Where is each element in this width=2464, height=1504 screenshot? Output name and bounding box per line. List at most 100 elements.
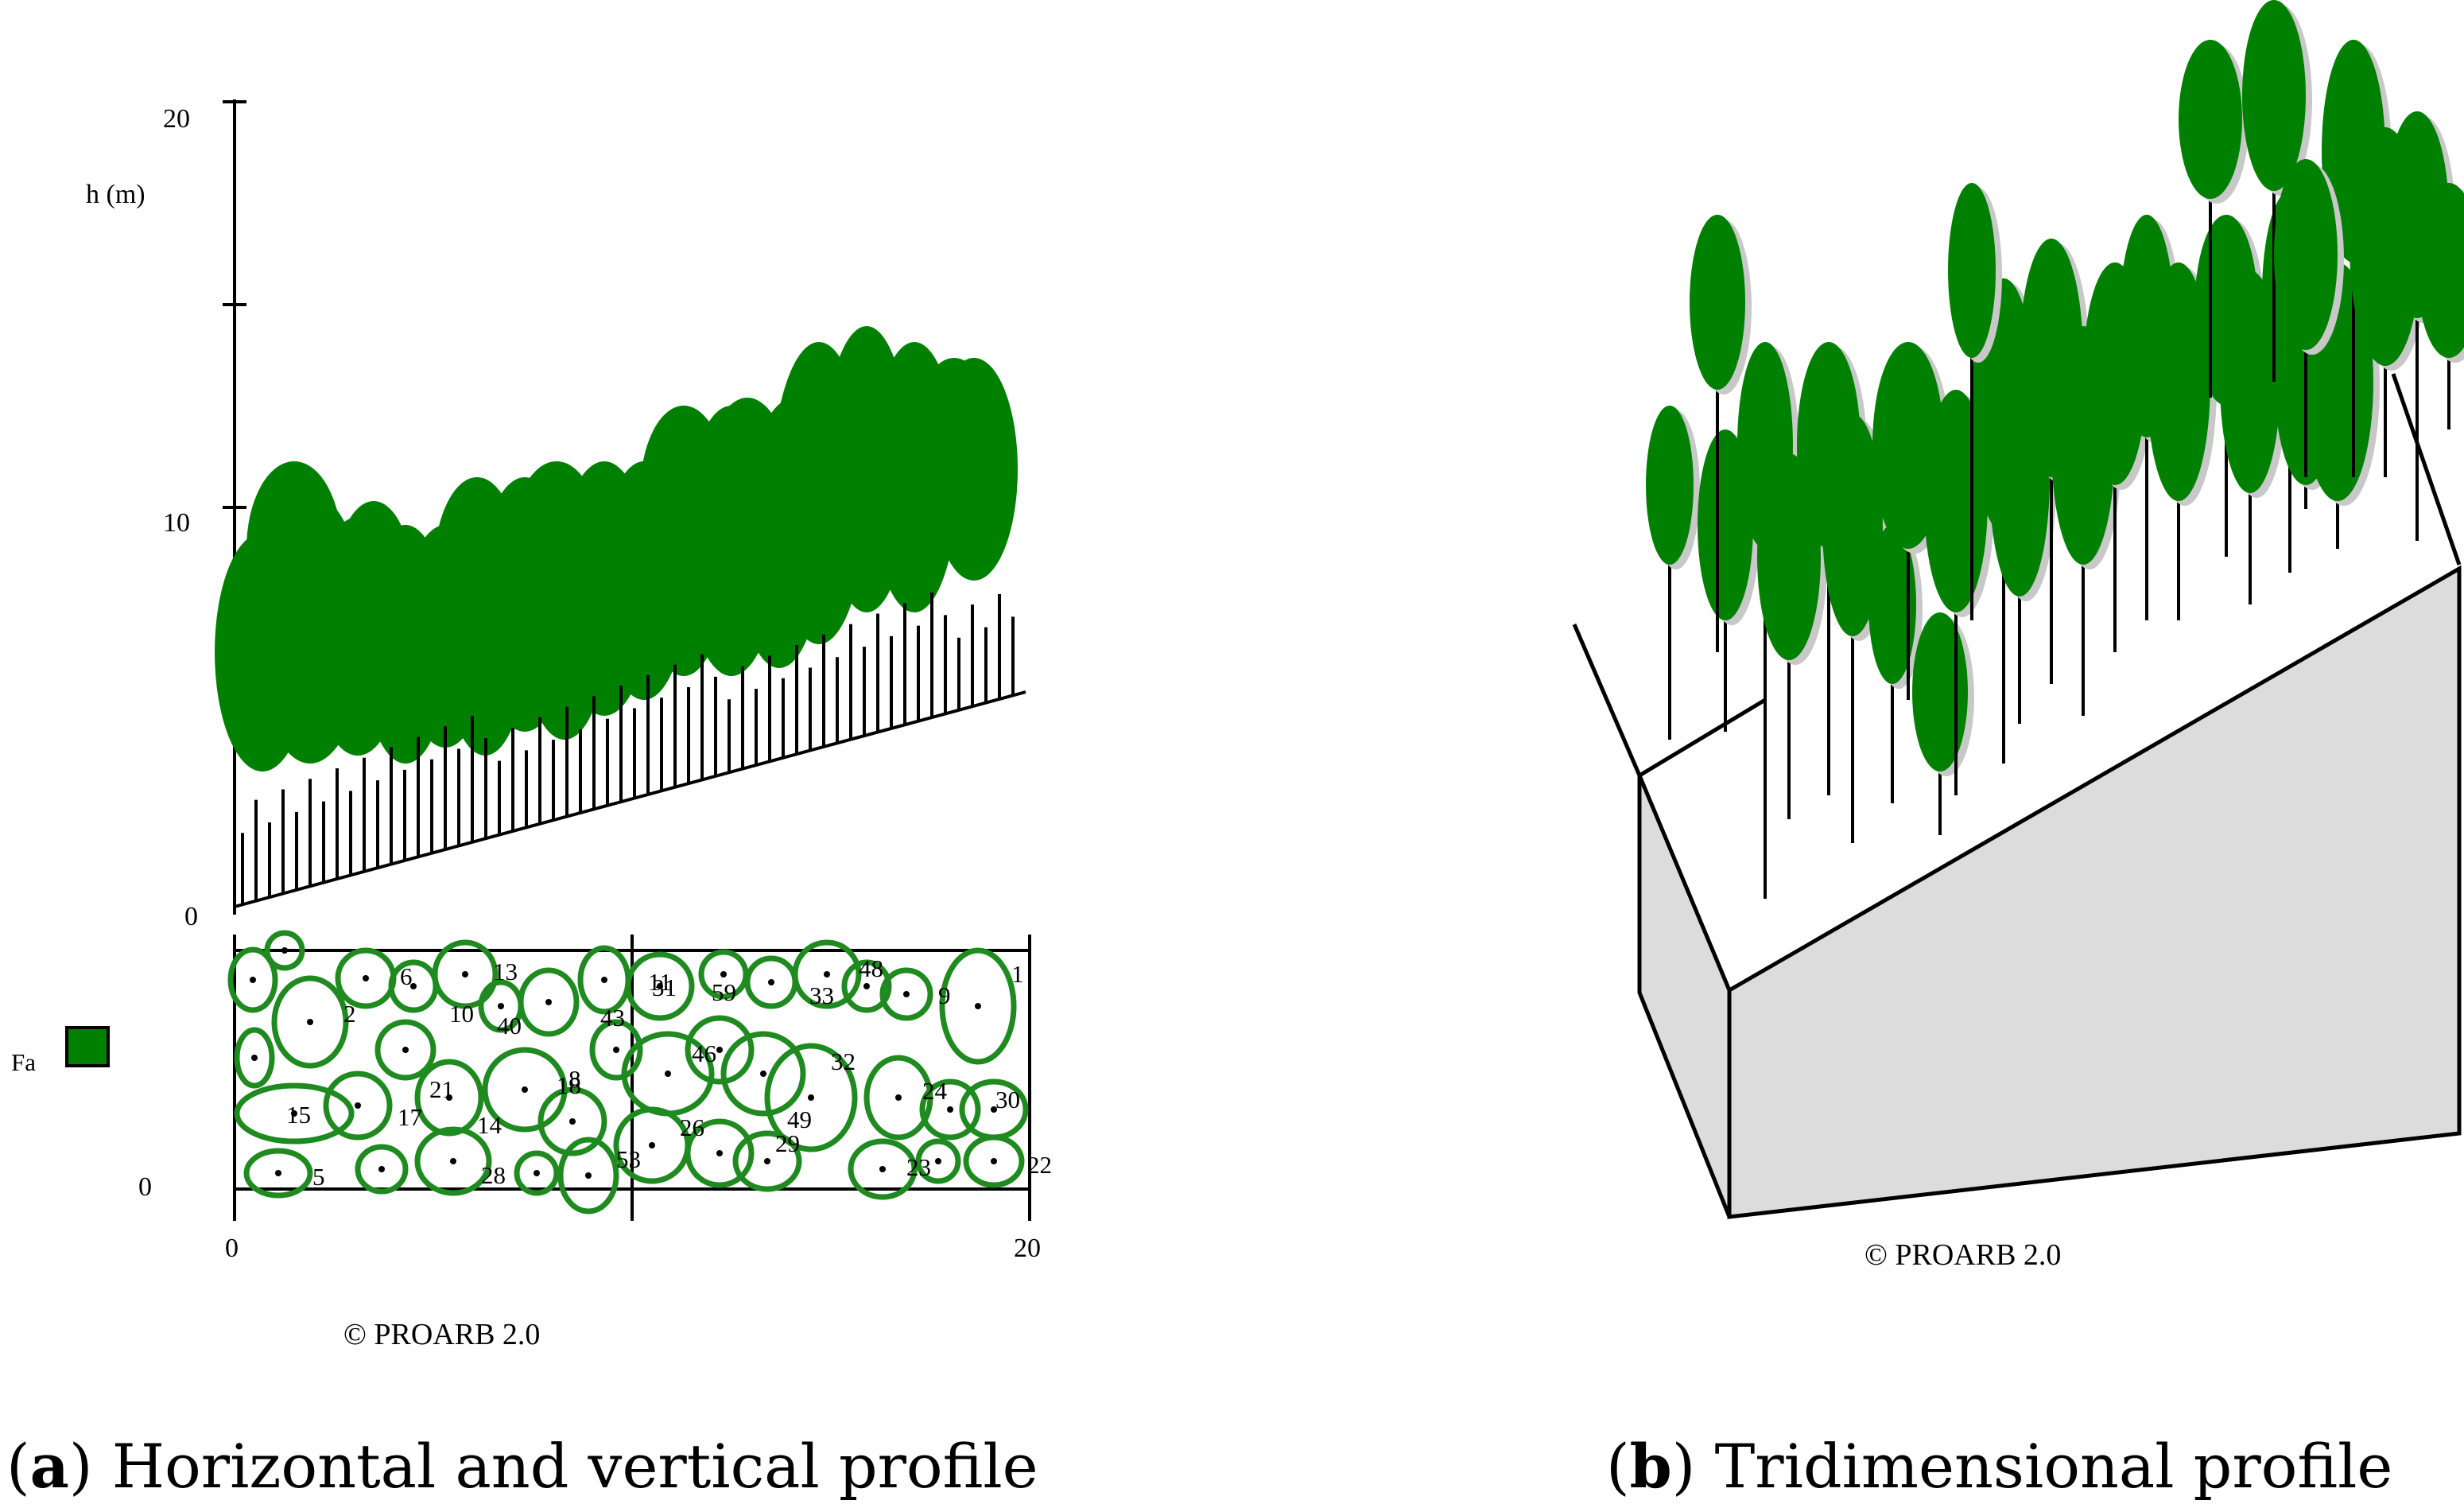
tree-dot xyxy=(991,1106,997,1113)
tree-number-label: 30 xyxy=(995,1086,1020,1113)
tree-number-label: 2 xyxy=(343,1000,356,1028)
tree-crown xyxy=(1646,406,1694,565)
tree-dot xyxy=(498,1003,504,1009)
tree-number-label: 32 xyxy=(831,1047,856,1075)
crown-outline xyxy=(863,1055,933,1141)
crown-outline xyxy=(414,1126,492,1196)
crown-outline xyxy=(939,947,1017,1065)
profile-crown xyxy=(246,461,342,636)
tree-dot xyxy=(879,1166,886,1172)
tree-dot xyxy=(450,1158,456,1164)
legend-label: Fa xyxy=(11,1048,36,1076)
tree-number-label: 48 xyxy=(859,954,883,982)
crown-outline xyxy=(792,939,862,1009)
crown-outline xyxy=(355,1144,409,1195)
crown-outline xyxy=(234,1027,275,1089)
crown-outline xyxy=(323,1071,393,1141)
tree-number-label: 53 xyxy=(616,1145,641,1173)
profile-crown xyxy=(433,477,521,668)
tree-dot xyxy=(585,1172,592,1179)
tree-dot xyxy=(291,1110,297,1117)
tree-dot xyxy=(975,1003,981,1009)
tree-number-label: 40 xyxy=(497,1012,522,1040)
tree-dot xyxy=(378,1166,385,1172)
tree-dot xyxy=(462,971,468,977)
tree-number-label: 24 xyxy=(922,1077,948,1105)
crown-outline xyxy=(537,1086,607,1156)
tree-dot xyxy=(720,971,727,977)
crown-outline xyxy=(625,951,695,1021)
tree-number-label: 59 xyxy=(712,978,736,1006)
tree-number-label: 43 xyxy=(600,1004,625,1032)
caption-b-letter: b xyxy=(1630,1431,1672,1502)
crown-outline xyxy=(227,946,278,1013)
tree-dot xyxy=(824,971,830,977)
profile-crown xyxy=(751,398,839,589)
caption-a-letter: a xyxy=(30,1431,69,1502)
tree-dot xyxy=(760,1071,766,1077)
tree-crown xyxy=(1690,215,1745,390)
crown-outline xyxy=(414,1059,484,1137)
plot-right-edge xyxy=(2391,373,2462,565)
species-legend: Fa xyxy=(11,1026,110,1076)
tree-dot xyxy=(307,1019,313,1025)
tree-dot xyxy=(281,947,288,954)
vertical-axis-label: h (m) xyxy=(86,180,146,209)
crown-outline xyxy=(698,949,749,1000)
block-front-face xyxy=(1727,565,2462,1219)
tree-dot xyxy=(768,979,774,985)
tree-dot xyxy=(275,1170,281,1176)
caption-b: (b) Tridimensional profile xyxy=(1606,1431,2392,1502)
tree-number-label: 33 xyxy=(809,981,834,1009)
plan-crown-outlines xyxy=(227,930,1029,1214)
tree-crown xyxy=(1822,414,1883,636)
x-tick-label-20: 20 xyxy=(1014,1234,1041,1263)
tree-number-label: 13 xyxy=(493,958,518,985)
tree-number-label: 29 xyxy=(775,1129,800,1157)
crown-outline xyxy=(432,939,499,1009)
caption-a-text: Horizontal and vertical profile xyxy=(112,1431,1038,1502)
tree-dot xyxy=(947,1106,953,1113)
crown-outline xyxy=(243,1148,313,1199)
tree-crown xyxy=(2274,159,2338,350)
tree-dot xyxy=(716,1150,723,1156)
copyright-panel-a: © PROARB 2.0 xyxy=(343,1318,540,1351)
tree-crown xyxy=(2147,262,2210,501)
tree-dot xyxy=(935,1158,941,1164)
tree-number-label: 11 xyxy=(648,968,672,996)
tree-crown xyxy=(2417,183,2464,358)
crown-outline xyxy=(374,1019,437,1081)
tree-crown xyxy=(1948,183,1996,358)
tree-number-label: 31 xyxy=(652,974,677,1001)
crown-outline xyxy=(963,1134,1025,1188)
tree-dot xyxy=(764,1158,770,1164)
tree-number-label: 15 xyxy=(286,1101,311,1129)
tree-dot xyxy=(613,1047,619,1053)
x-tick-label-0: 0 xyxy=(225,1234,239,1263)
tree-dot xyxy=(410,983,417,989)
tree-number-label: 5 xyxy=(312,1163,325,1191)
tree-number-label: 10 xyxy=(449,1000,474,1028)
profile-trunks xyxy=(241,593,1015,905)
ground-slope-line xyxy=(234,690,1026,908)
crown-outline xyxy=(915,1138,961,1184)
y-tick-label-0: 0 xyxy=(138,1172,152,1202)
tree-dot xyxy=(446,1094,452,1101)
tree-number-label: 9 xyxy=(938,981,951,1009)
tree-number-label: 18 xyxy=(557,1071,581,1099)
tree-dot xyxy=(657,983,663,989)
crown-outline xyxy=(720,1031,806,1117)
tree-crown xyxy=(1912,612,1968,771)
tree-dot xyxy=(808,1094,814,1101)
crown-outline xyxy=(841,959,892,1013)
tree-dot xyxy=(903,991,910,997)
tree-dot xyxy=(649,1142,655,1148)
tree-number-label: 14 xyxy=(477,1111,503,1139)
tree-number-label: 17 xyxy=(398,1103,422,1131)
tree-dot xyxy=(545,999,552,1005)
tick-label-0: 0 xyxy=(184,902,198,931)
profile-crown xyxy=(910,358,998,549)
tree-crown xyxy=(1868,525,1916,684)
